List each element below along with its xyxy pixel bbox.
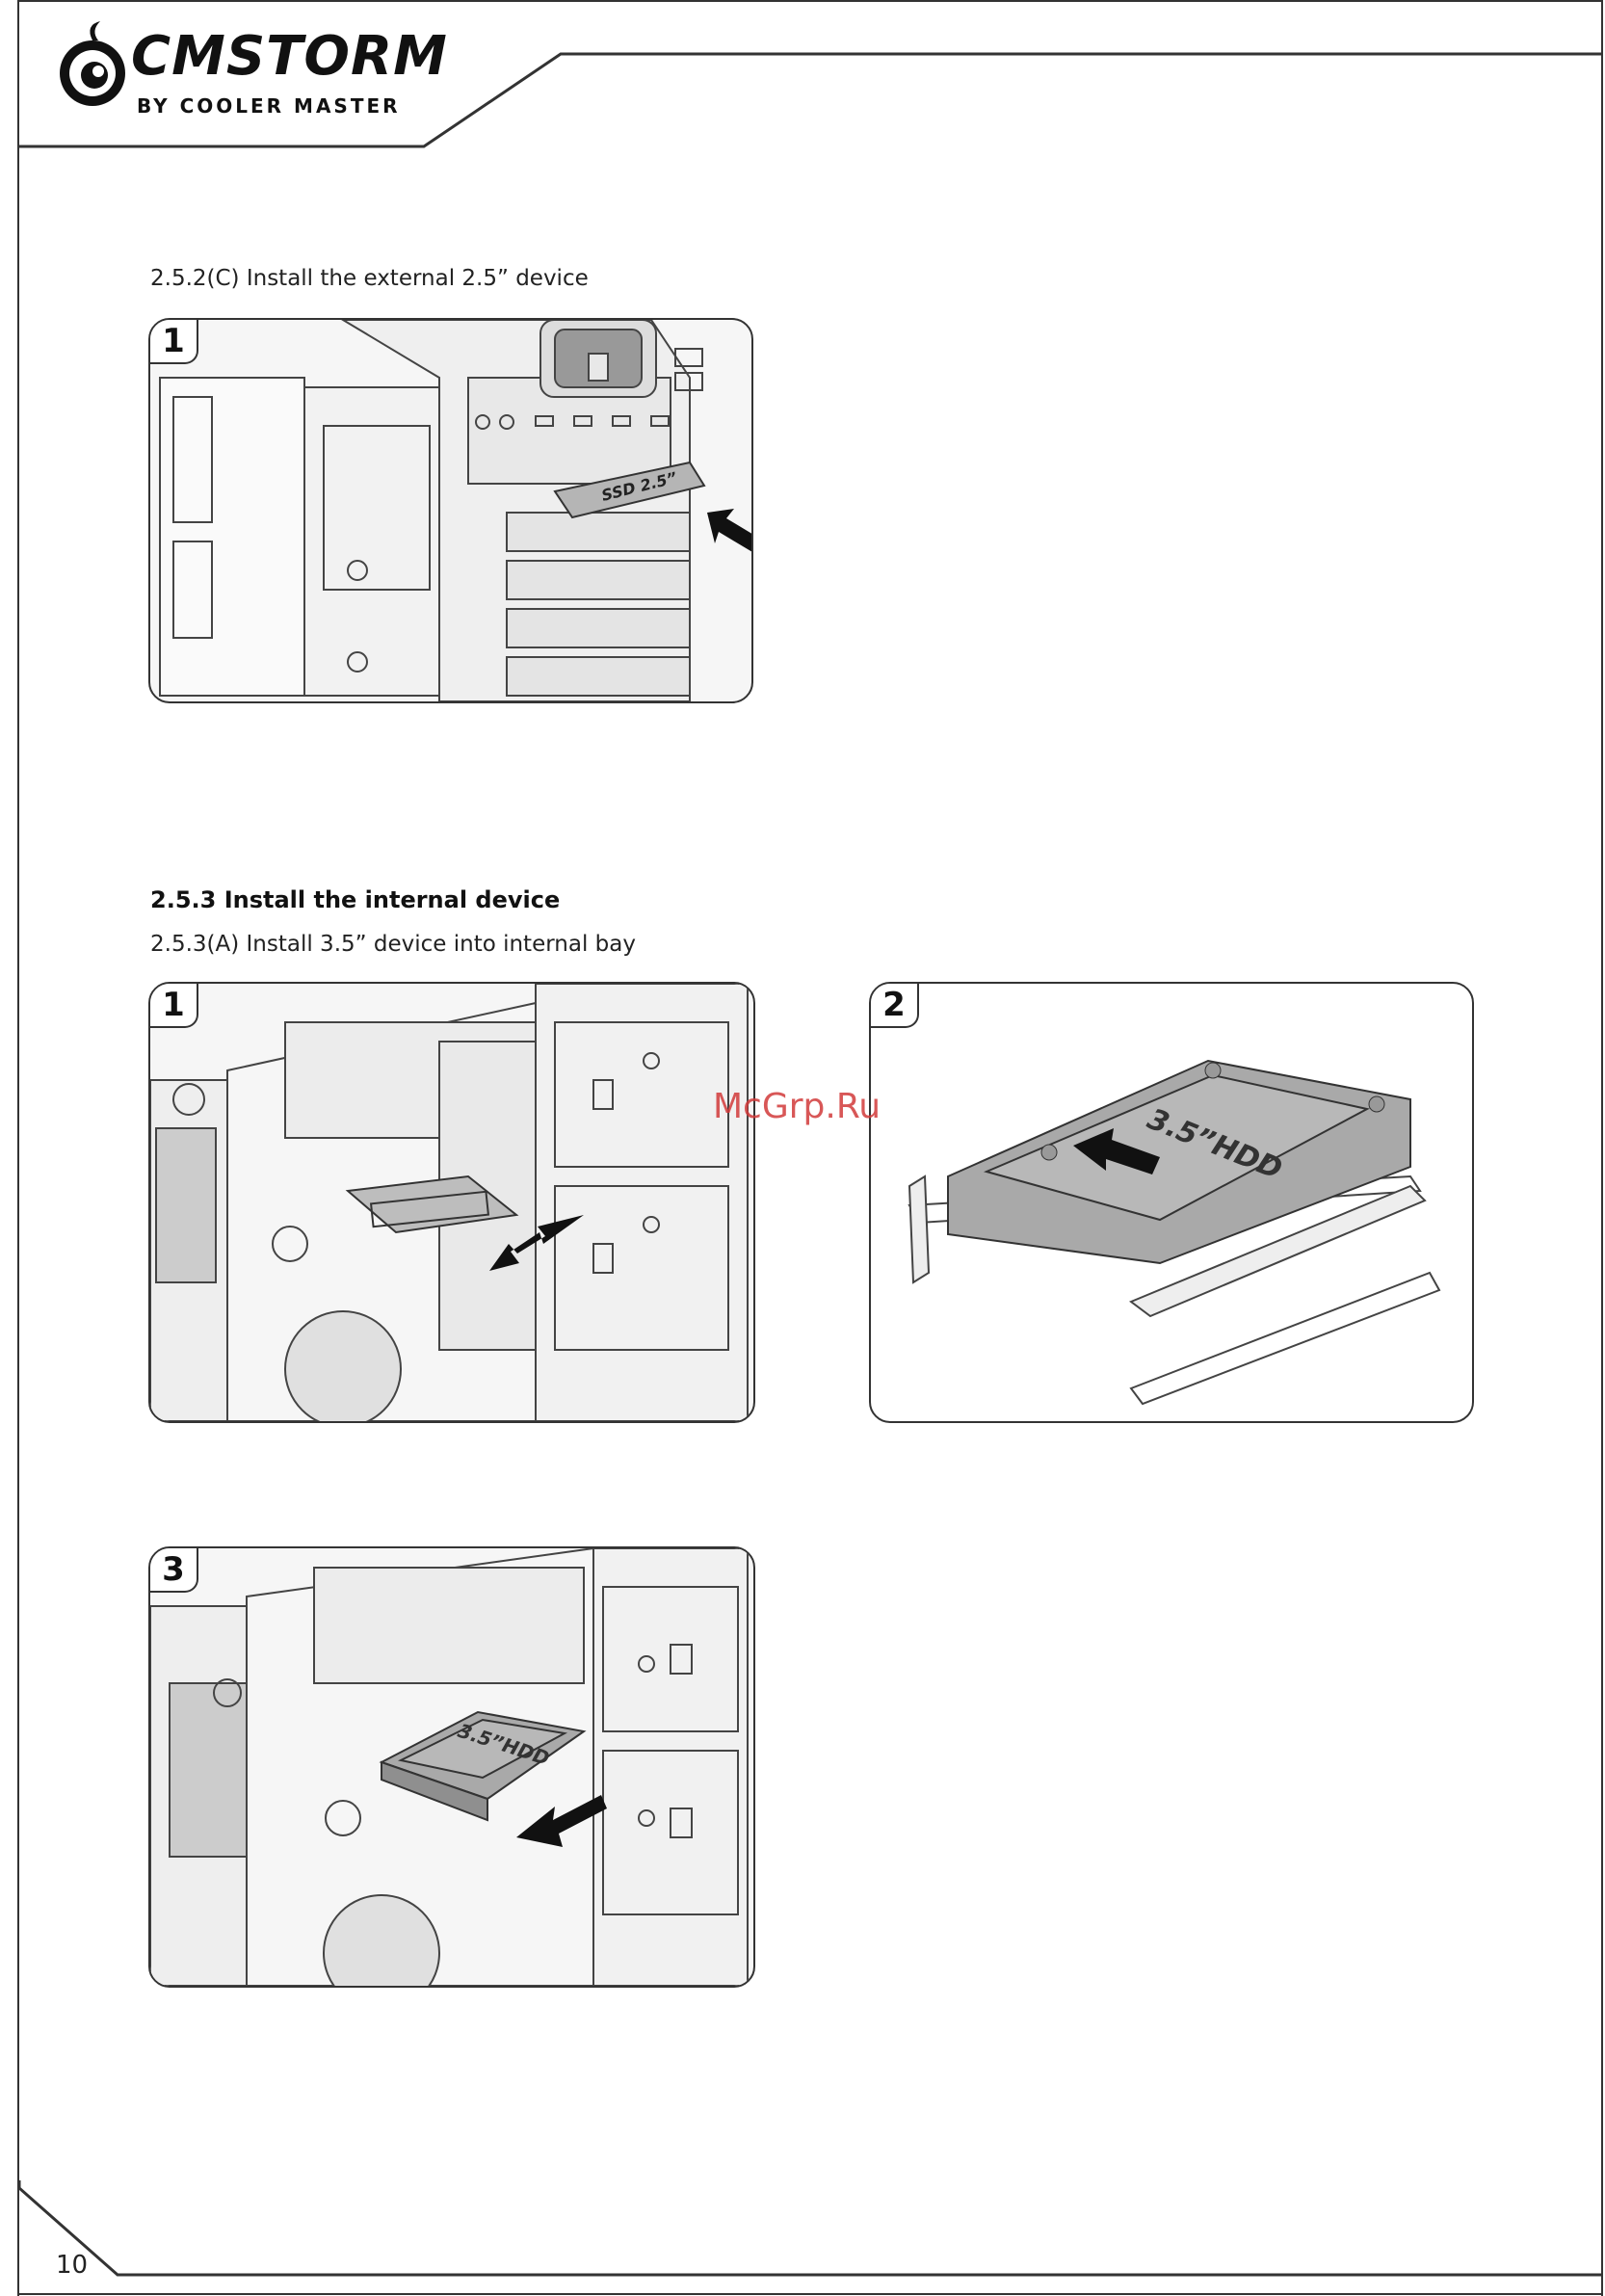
figure-ssd-install: 1 SSD 2.5” (148, 318, 753, 703)
hdd-bracket-illustration: 3.5”HDD (871, 984, 1472, 1421)
storm-swirl-icon (56, 19, 129, 116)
watermark-text: McGrp.Ru (713, 1087, 881, 1126)
figure-insert-hdd: 3 3.5”HDD (148, 1546, 755, 1988)
section-caption: 2.5.3(A) Install 3.5” device into intern… (150, 932, 636, 957)
step-badge: 1 (150, 320, 198, 364)
section-caption: 2.5.2(C) Install the external 2.5” devic… (150, 266, 589, 291)
page-number: 10 (56, 2251, 88, 2280)
figure-hdd-bracket: 2 3.5”HDD (869, 982, 1474, 1423)
step-badge: 2 (871, 984, 919, 1028)
case-interior-illustration (150, 984, 753, 1421)
insert-arrow-icon (707, 509, 751, 561)
case-interior-hdd-illustration: 3.5”HDD (150, 1548, 753, 1986)
case-front-illustration: SSD 2.5” (150, 320, 751, 701)
frame-right (1601, 0, 1603, 2296)
section-heading: 2.5.3 Install the internal device (150, 886, 560, 913)
brand-logo: CMSTORM BY COOLER MASTER (56, 19, 422, 125)
brand-subtitle: BY COOLER MASTER (137, 94, 401, 118)
brand-name: CMSTORM (131, 25, 448, 88)
frame-left (17, 0, 19, 2296)
footer-rule (0, 2180, 1605, 2296)
page-header: CMSTORM BY COOLER MASTER (0, 0, 1605, 154)
step-badge: 1 (150, 984, 198, 1028)
step-badge: 3 (150, 1548, 198, 1593)
figure-remove-bracket: 1 (148, 982, 755, 1423)
